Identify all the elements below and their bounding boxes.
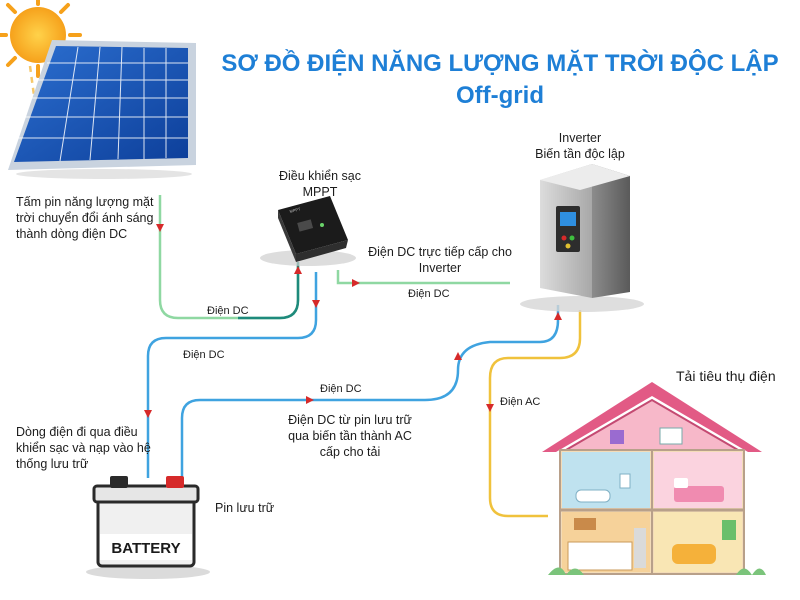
- ac-flow-label: Điện AC: [500, 396, 541, 408]
- dc-battery-flow-label: Điện DC: [183, 349, 225, 361]
- inverter-icon: [520, 164, 644, 312]
- arrow-down-controller: [312, 300, 320, 308]
- inverter-label: Inverter Biến tần độc lập: [535, 131, 625, 161]
- wire-controller-to-battery: [146, 272, 318, 478]
- panel-description: Tấm pin năng lượng mặt trời chuyển đổi á…: [16, 195, 154, 241]
- dc-storage-flow-label: Điện DC: [320, 383, 362, 395]
- arrow-right-inverter: [352, 279, 360, 287]
- battery-icon: BATTERY: [86, 476, 210, 579]
- load-label: Tải tiêu thụ điện: [676, 368, 776, 384]
- battery-charge-description: Dòng điện đi qua điều khiển sạc và nạp v…: [16, 425, 151, 471]
- battery-label: Pin lưu trữ: [215, 501, 275, 515]
- house-icon: [542, 382, 766, 575]
- arrow-up-controller: [294, 266, 302, 274]
- dc-direct-label: Điện DC trực tiếp cấp cho Inverter: [368, 245, 512, 275]
- mppt-controller-icon: MPPT: [260, 196, 356, 266]
- flow-arrows: [144, 224, 562, 418]
- arrow-right-storage: [306, 396, 314, 404]
- battery-case-text: BATTERY: [111, 540, 180, 557]
- arrow-down-panel: [156, 224, 164, 232]
- storage-description: Điện DC từ pin lưu trữ qua biến tần thàn…: [288, 413, 412, 459]
- solar-panel-icon: [8, 40, 196, 179]
- dc-inverter-flow-label: Điện DC: [408, 288, 450, 300]
- arrow-down-ac: [486, 404, 494, 412]
- page-subtitle: Off-grid: [456, 82, 544, 109]
- page-title: SƠ ĐỒ ĐIỆN NĂNG LƯỢNG MẶT TRỜI ĐỘC LẬP: [221, 50, 779, 77]
- wire-inverter-to-house: [488, 310, 582, 518]
- wire-battery-to-inverter: [180, 305, 560, 478]
- wires: [146, 195, 582, 518]
- arrow-up-inverter: [454, 352, 462, 360]
- dc-panel-flow-label: Điện DC: [207, 305, 249, 317]
- svg-text:MPPT: MPPT: [289, 206, 302, 214]
- controller-label: Điều khiển sạc MPPT: [279, 169, 361, 199]
- wire-controller-to-inverter: [336, 270, 510, 285]
- arrow-down-battery: [144, 410, 152, 418]
- arrow-up-inverter-2: [554, 312, 562, 320]
